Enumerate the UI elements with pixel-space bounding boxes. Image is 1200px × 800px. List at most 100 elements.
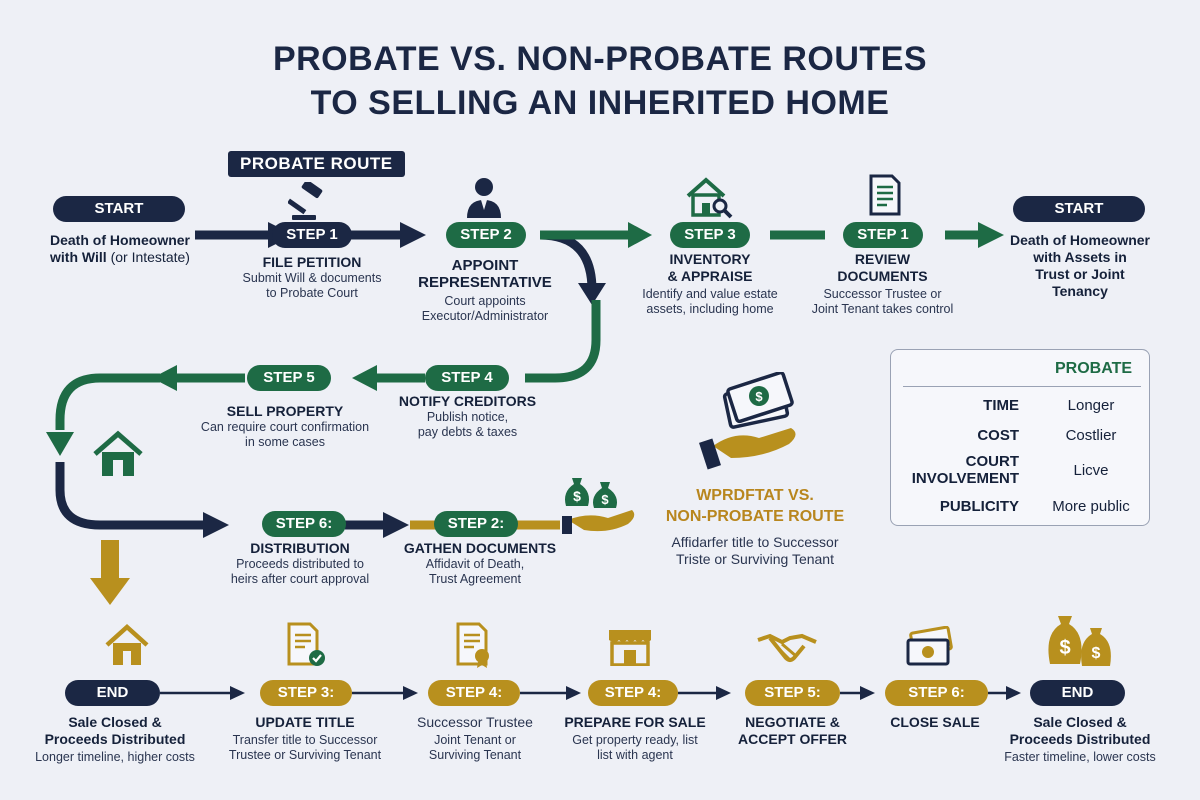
review-desc1: Successor Trustee or	[823, 287, 942, 301]
comparison-label-time: TIME	[983, 397, 1019, 414]
start-pill-left: START	[53, 196, 185, 222]
comparison-value-court: Licve	[1073, 462, 1109, 479]
nonprobate-callout-desc2: Triste or Surviving Tenant	[676, 551, 834, 567]
start-right-title1: Death of Homeowner	[1009, 232, 1150, 248]
start-left-desc-rest: (or Intestate)	[106, 249, 190, 265]
arrowhead	[403, 686, 418, 700]
successor-desc2: Surviving Tenant	[428, 748, 522, 762]
arrowhead	[152, 365, 177, 391]
gather-title: GATHEN DOCUMENTS	[403, 540, 557, 556]
document-icon	[869, 174, 901, 216]
comparison-value-publicity: More public	[1052, 498, 1130, 515]
house-icon	[93, 430, 143, 476]
arrowhead	[203, 512, 229, 538]
arrowhead	[628, 222, 652, 248]
arrowhead	[1006, 686, 1021, 700]
step-pill-negotiate: STEP 5:	[745, 680, 840, 706]
step-pill-distribution: STEP 6:	[262, 511, 346, 537]
step-pill-prepare: STEP 4:	[588, 680, 678, 706]
svg-text:$: $	[1092, 645, 1101, 662]
arrowhead	[716, 686, 731, 700]
end-left-title2: Proceeds Distributed	[44, 731, 186, 747]
inventory-title2: & APPRAISE	[667, 268, 753, 284]
notify-title: NOTIFY CREDITORS	[398, 393, 537, 409]
gather-desc1: Affidavit of Death,	[425, 557, 525, 571]
end-left-desc: Longer timeline, higher costs	[35, 750, 195, 764]
step-pill-update-title: STEP 3:	[260, 680, 352, 706]
start-right-title4: Tenancy	[1052, 283, 1108, 299]
start-pill-right: START	[1013, 196, 1145, 222]
inventory-title1: INVENTORY	[669, 251, 751, 267]
step-pill-close-sale: STEP 6:	[885, 680, 988, 706]
page-title-line2: TO SELLING AN INHERITED HOME	[310, 84, 890, 122]
svg-text:$: $	[601, 492, 609, 507]
document-check-icon	[287, 622, 325, 666]
page-title-line1: PROBATE VS. NON-PROBATE ROUTES	[272, 40, 928, 78]
end-pill-left: END	[65, 680, 160, 706]
svg-text:$: $	[1059, 637, 1070, 659]
file-petition-desc1: Submit Will & documents	[242, 271, 382, 285]
arrowhead	[90, 578, 130, 605]
arrowhead	[860, 686, 875, 700]
handshake-icon	[757, 633, 817, 662]
appoint-title2: REPRESENTATIVE	[418, 274, 552, 291]
person-icon	[467, 178, 501, 218]
comparison-label-cost: COST	[977, 427, 1019, 444]
step-pill-appoint: STEP 2	[446, 222, 526, 248]
negotiate-title1: NEGOTIATE &	[745, 714, 840, 730]
probate-route-label: PROBATE ROUTE	[228, 151, 405, 177]
comparison-header: PROBATE	[1054, 360, 1133, 377]
successor-desc1: Joint Tenant or	[434, 733, 516, 747]
distribution-desc1: Proceeds distributed to	[236, 557, 364, 571]
file-petition-title: FILE PETITION	[262, 254, 362, 270]
arrowhead	[352, 365, 377, 391]
step-pill-sell: STEP 5	[247, 365, 331, 391]
comparison-label-court1: COURT	[965, 453, 1019, 470]
money-bags-icon: $ $	[1048, 616, 1111, 666]
arrowhead	[230, 686, 245, 700]
end-pill-right: END	[1030, 680, 1125, 706]
start-left-desc-bold: with Will	[50, 249, 107, 265]
step-pill-successor: STEP 4:	[428, 680, 520, 706]
arrowhead	[400, 222, 426, 248]
prepare-desc2: list with agent	[597, 748, 673, 762]
sell-desc2: in some cases	[245, 435, 325, 449]
comparison-table: PROBATE TIME Longer COST Costlier COURT …	[890, 349, 1150, 526]
sell-desc1: Can require court confirmation	[200, 420, 370, 434]
file-petition-desc2: to Probate Court	[266, 286, 358, 300]
start-right-title3: Trust or Joint	[1035, 266, 1125, 282]
sell-title: SELL PROPERTY	[226, 403, 344, 419]
notify-desc1: Publish notice,	[426, 410, 509, 424]
storefront-icon	[609, 630, 651, 666]
appoint-title1: APPOINT	[451, 257, 519, 274]
connector-left-curve-navy	[55, 462, 205, 530]
end-right-title2: Proceeds Distributed	[1009, 731, 1151, 747]
svg-text:$: $	[755, 389, 763, 404]
svg-text:$: $	[573, 488, 581, 504]
step-pill-gather: STEP 2:	[434, 511, 518, 537]
appoint-desc1: Court appoints	[444, 294, 526, 308]
end-left-title1: Sale Closed &	[68, 714, 162, 730]
end-right-title1: Sale Closed &	[1033, 714, 1127, 730]
step-pill-review: STEP 1	[843, 222, 923, 248]
update-title-title: UPDATE TITLE	[255, 714, 355, 730]
nonprobate-callout-title2: NON-PROBATE ROUTE	[665, 508, 845, 525]
comparison-value-cost: Costlier	[1065, 427, 1117, 444]
update-title-desc1: Transfer title to Successor	[232, 733, 378, 747]
house-icon-gold	[105, 623, 149, 665]
connector-loop-right	[525, 300, 601, 383]
start-right-title2: with Assets in	[1033, 249, 1127, 265]
arrowhead	[578, 283, 606, 305]
inventory-desc2: assets, including home	[646, 302, 774, 316]
arrowhead	[566, 686, 581, 700]
review-desc2: Joint Tenant takes control	[811, 302, 954, 316]
update-title-desc2: Trustee or Surviving Tenant	[228, 748, 382, 762]
certificate-icon	[456, 622, 489, 668]
review-title1: REVIEW	[854, 251, 911, 267]
comparison-divider	[903, 386, 1141, 387]
arrowhead	[383, 512, 409, 538]
step-pill-notify: STEP 4	[425, 365, 509, 391]
close-sale-title: CLOSE SALE	[890, 714, 980, 730]
